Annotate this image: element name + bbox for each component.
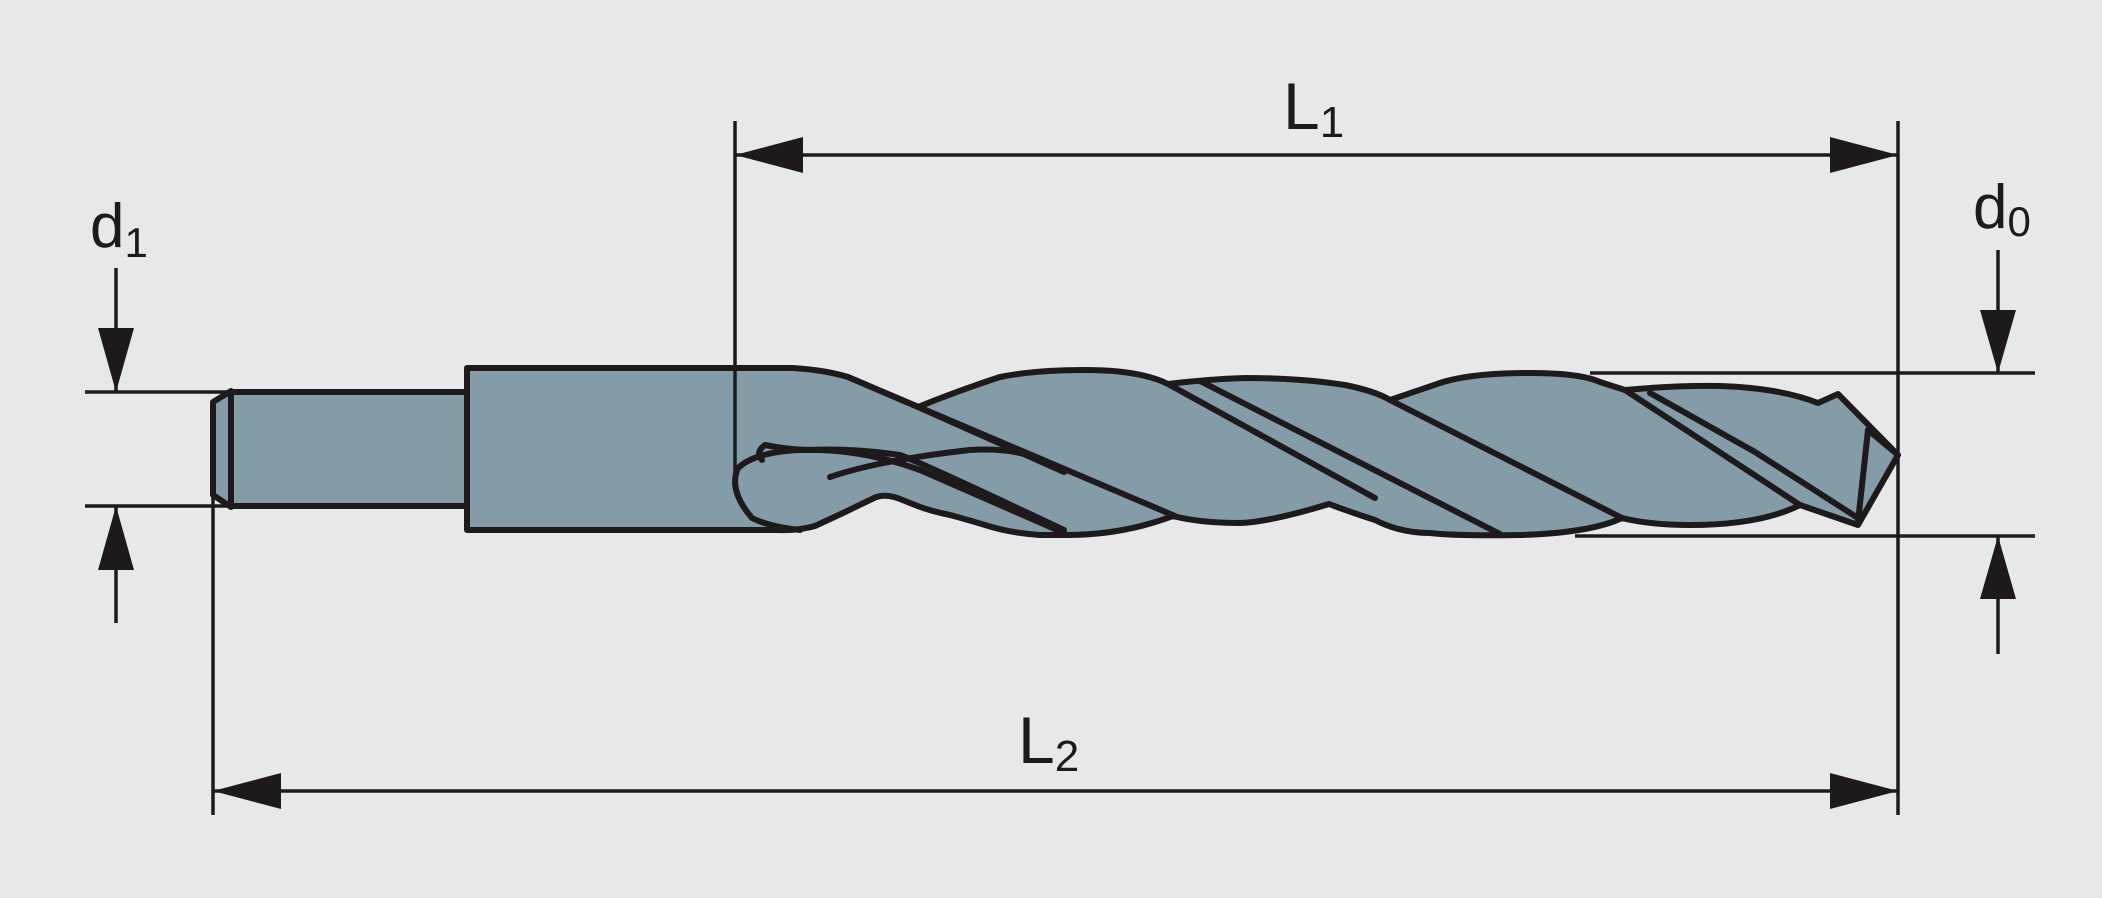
drill-bit	[210, 365, 1901, 539]
flute-edge-2	[827, 404, 1067, 480]
dimension-d0: d0	[1973, 173, 2031, 654]
heel-curl	[735, 446, 1067, 536]
reduced-shank	[228, 389, 470, 509]
dimension-L2: L2	[213, 703, 1898, 809]
svg-text:L1: L1	[1283, 69, 1344, 147]
d0-bottom-arrow	[1980, 536, 2016, 599]
d0-top-arrow	[1980, 310, 2016, 373]
L1-left-arrow	[735, 137, 803, 173]
flute-edge-5	[1387, 397, 1625, 521]
extension-lines	[85, 121, 2035, 815]
tip-point	[1865, 427, 1901, 458]
d1-top-arrow	[98, 328, 134, 392]
d1-bottom-arrow	[98, 506, 134, 570]
flute-edge-3	[1165, 381, 1378, 501]
d0-label-sub: 0	[2007, 198, 2030, 245]
d0-label-base: d	[1973, 173, 2007, 242]
flute-edge-7	[1647, 390, 1861, 521]
svg-text:L2: L2	[1018, 703, 1079, 781]
L1-label-base: L	[1283, 69, 1320, 143]
tip-edge	[1855, 427, 1871, 525]
svg-text:d0: d0	[1973, 173, 2031, 245]
L2-label-sub: 2	[1055, 732, 1079, 781]
svg-text:d1: d1	[90, 192, 148, 266]
d1-label-sub: 1	[124, 219, 147, 266]
L2-left-arrow	[213, 773, 281, 809]
L2-right-arrow	[1830, 773, 1898, 809]
flute-edge-4	[1197, 378, 1503, 537]
L1-label-sub: 1	[1320, 98, 1344, 147]
L1-right-arrow	[1830, 137, 1898, 173]
d1-label-base: d	[90, 192, 124, 261]
dimension-L1: L1	[735, 69, 1898, 173]
dimension-d1: d1	[90, 192, 148, 623]
L2-label-base: L	[1018, 703, 1055, 777]
flute-edge-6	[1622, 387, 1803, 508]
